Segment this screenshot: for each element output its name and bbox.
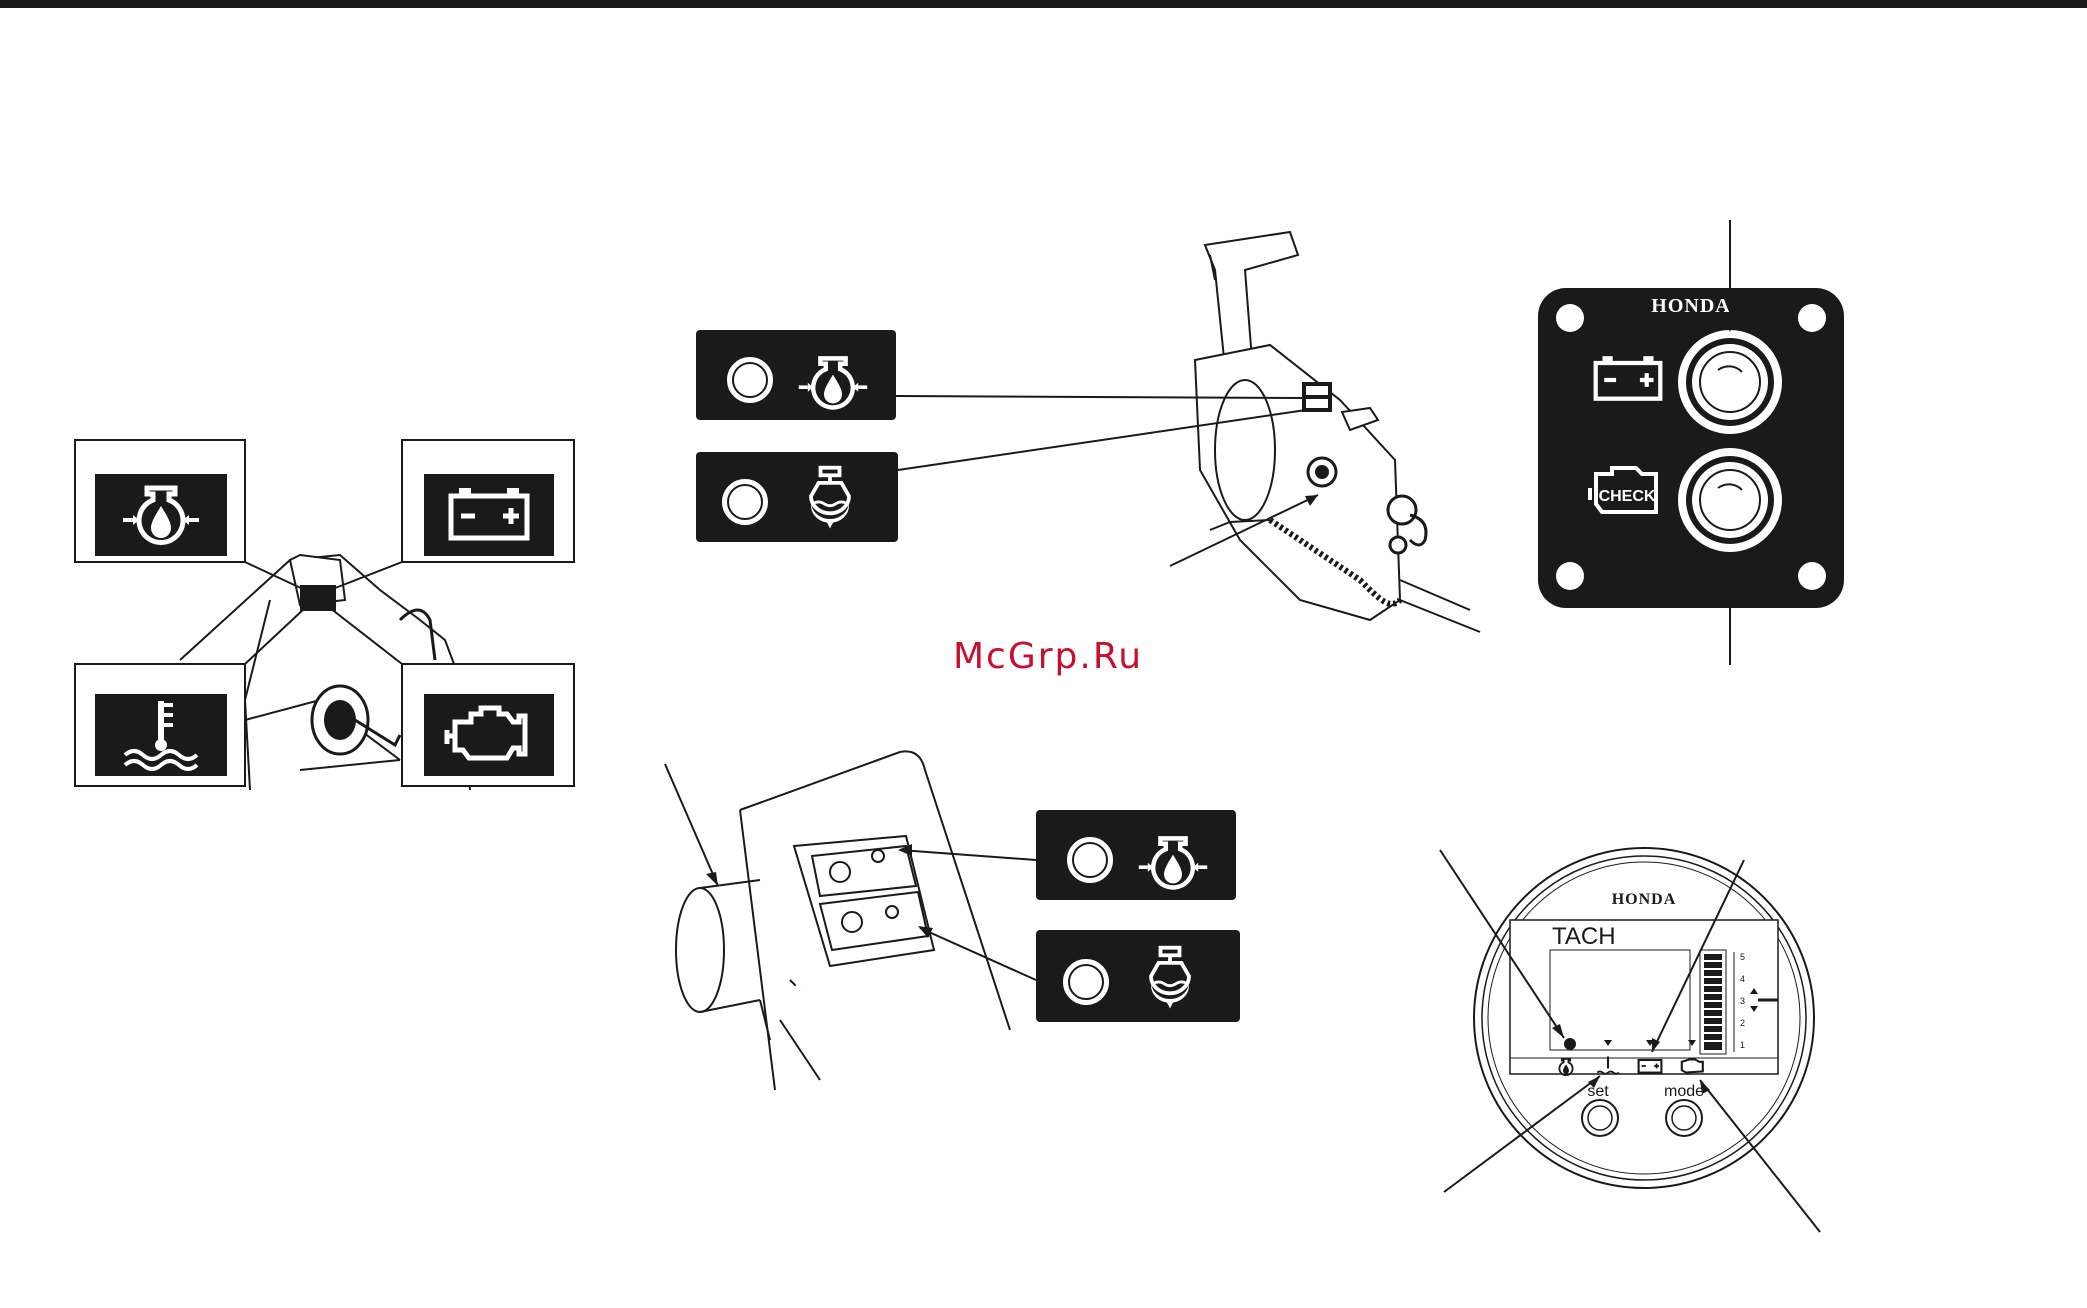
cowling-indicator-figure xyxy=(75,440,574,790)
gauge-scale-3: 3 xyxy=(1740,996,1745,1006)
remote-oil-pressure-label xyxy=(696,330,896,420)
remote-oil-lamp xyxy=(728,358,772,402)
gauge-scale-2: 2 xyxy=(1740,1018,1745,1028)
gauge-set-button[interactable] xyxy=(1582,1100,1618,1136)
remote-control-figure xyxy=(696,232,1480,632)
check-panel-figure: HONDA CHECK xyxy=(1538,220,1844,665)
gauge-brand: HONDA xyxy=(1612,891,1677,908)
digital-gauge-figure: HONDA TACH 5 4 3 2 1 xyxy=(1440,848,1820,1232)
watermark: McGrp.Ru xyxy=(953,636,1143,677)
gauge-mode-button[interactable] xyxy=(1666,1100,1702,1136)
battery-lamp xyxy=(1678,330,1782,434)
panel-oil-pressure-label xyxy=(1036,810,1236,900)
gauge-mode-label: mode xyxy=(1664,1083,1704,1100)
top-rule xyxy=(0,0,2087,8)
check-engine-lamp xyxy=(1678,448,1782,552)
gauge-scale-4: 4 xyxy=(1740,974,1745,984)
check-panel xyxy=(1538,288,1844,608)
gauge-scale-1: 1 xyxy=(1740,1040,1745,1050)
gauge-display-label: TACH xyxy=(1552,923,1616,950)
check-engine-text: CHECK xyxy=(1599,488,1656,505)
remote-water-lamp xyxy=(723,480,767,524)
gauge-bar-graph xyxy=(1700,950,1726,1054)
gauge-set-label: set xyxy=(1587,1083,1609,1100)
gauge-scale-5: 5 xyxy=(1740,952,1745,962)
panel-switch-figure xyxy=(665,751,1240,1090)
check-panel-brand: HONDA xyxy=(1651,295,1730,317)
panel-oil-lamp xyxy=(1068,838,1112,882)
panel-water-lamp xyxy=(1064,960,1108,1004)
